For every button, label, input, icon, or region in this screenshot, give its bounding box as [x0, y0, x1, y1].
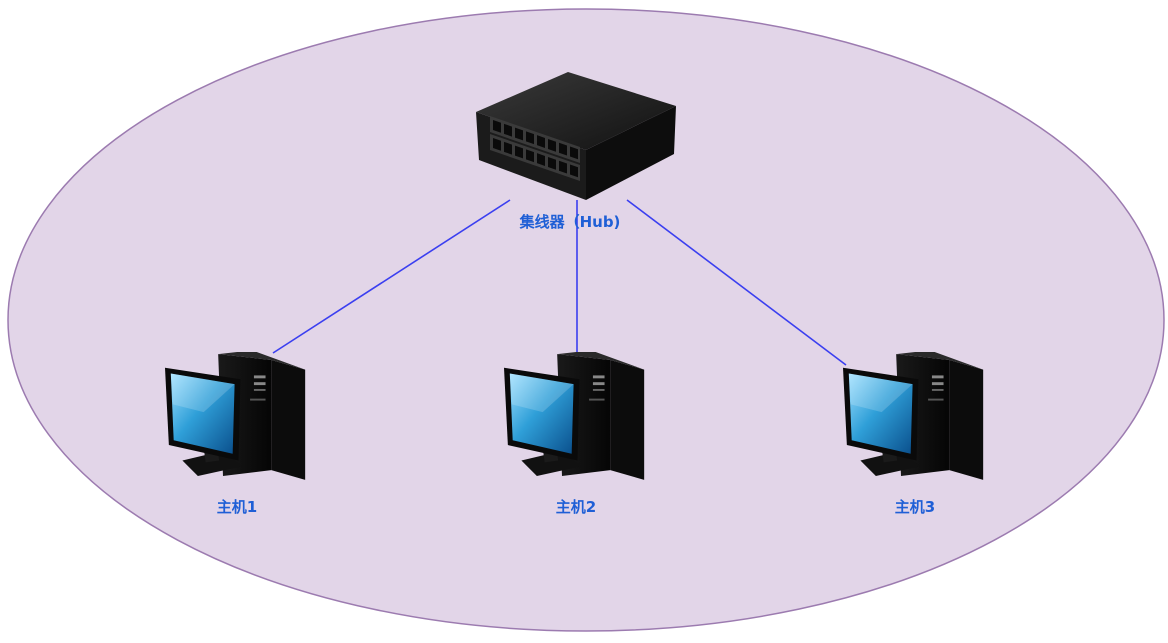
link-hub-host1 — [272, 199, 511, 354]
host3-label: 主机3 — [894, 498, 936, 516]
hub-label: 集线器（Hub) — [519, 213, 621, 231]
network-hub-icon — [476, 72, 676, 200]
host1-label: 主机1 — [216, 498, 258, 516]
host2-label: 主机2 — [555, 498, 597, 516]
link-hub-host3 — [626, 199, 847, 366]
